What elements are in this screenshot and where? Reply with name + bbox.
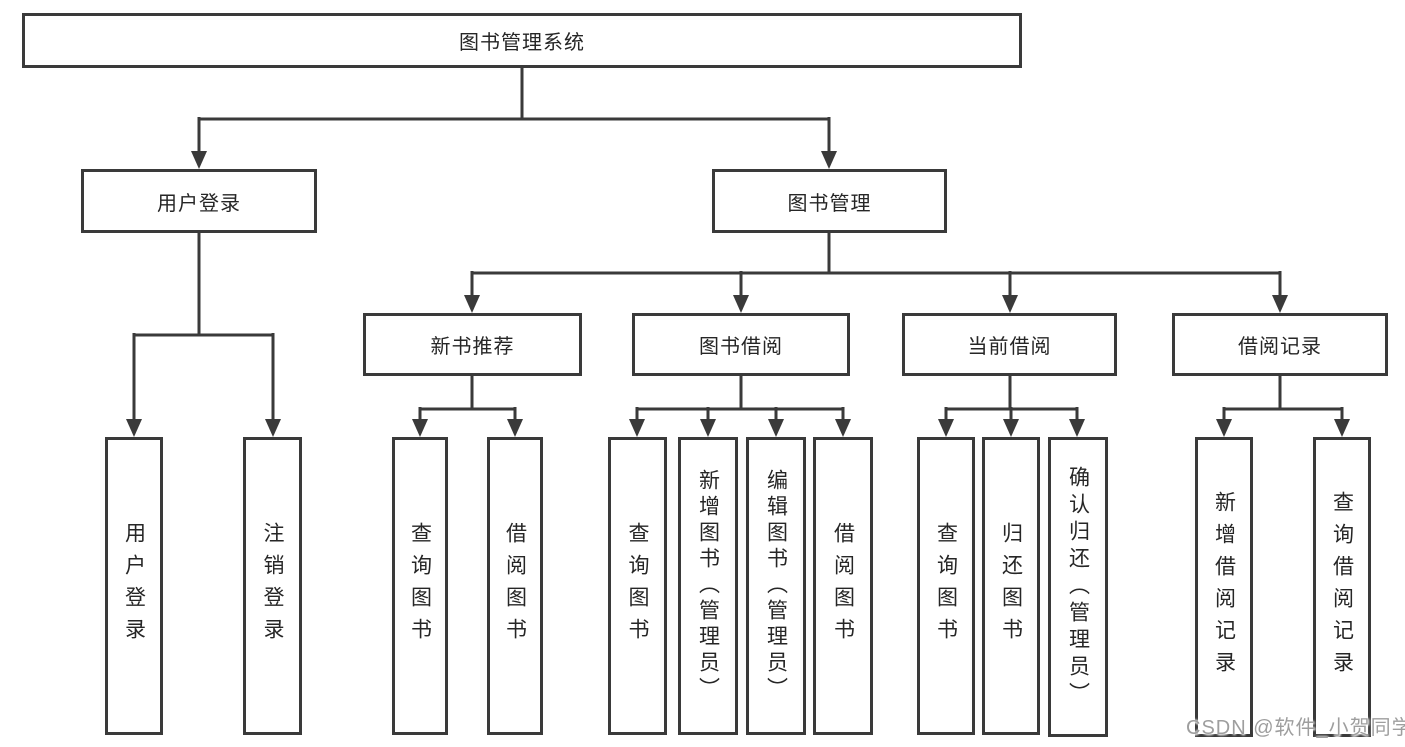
leaf-add-borrow-record-label: 新增借阅记录 — [1212, 491, 1236, 683]
leaf-logout-login-label: 注销登录 — [261, 522, 284, 650]
node-book-management-label: 图书管理 — [787, 192, 872, 215]
node-new-book-recommend: 新书推荐 — [363, 313, 582, 376]
leaf-borrow-books: 借阅图书 — [813, 437, 873, 735]
leaf-confirm-return-admin-label: 确认归还（管理员） — [1066, 465, 1090, 709]
leaf-user-login-label: 用户登录 — [122, 522, 146, 650]
leaf-confirm-return-admin: 确认归还（管理员） — [1048, 437, 1108, 737]
leaf-return-books: 归还图书 — [982, 437, 1040, 735]
leaf-query-books-recommend-label: 查询图书 — [408, 522, 432, 650]
node-book-management: 图书管理 — [712, 169, 947, 233]
node-book-borrow-label: 图书借阅 — [699, 336, 783, 358]
leaf-borrow-books-recommend: 借阅图书 — [487, 437, 543, 735]
node-current-borrow-label: 当前借阅 — [967, 336, 1052, 358]
csdn-watermark: CSDN @软件_小贺同学 — [1186, 717, 1405, 739]
leaf-query-books-recommend: 查询图书 — [392, 437, 448, 735]
node-borrow-records-label: 借阅记录 — [1238, 336, 1322, 358]
node-borrow-records: 借阅记录 — [1172, 313, 1388, 376]
node-user-login-label: 用户登录 — [157, 192, 241, 215]
leaf-borrow-books-recommend-label: 借阅图书 — [503, 522, 527, 650]
leaf-edit-books-admin: 编辑图书（管理员） — [746, 437, 806, 735]
leaf-query-books-borrow: 查询图书 — [608, 437, 667, 735]
leaf-query-books-current: 查询图书 — [917, 437, 975, 735]
node-library-system: 图书管理系统 — [22, 13, 1022, 68]
leaf-edit-books-admin-label: 编辑图书（管理员） — [764, 469, 788, 703]
node-new-book-recommend-label: 新书推荐 — [430, 336, 515, 358]
leaf-add-books-admin: 新增图书（管理员） — [678, 437, 738, 735]
leaf-add-books-admin-label: 新增图书（管理员） — [696, 469, 720, 703]
leaf-return-books-label: 归还图书 — [999, 522, 1023, 650]
node-user-login: 用户登录 — [81, 169, 317, 233]
leaf-logout-login: 注销登录 — [243, 437, 302, 735]
leaf-query-borrow-record-label: 查询借阅记录 — [1330, 491, 1354, 683]
leaf-borrow-books-label: 借阅图书 — [831, 522, 855, 650]
leaf-query-books-current-label: 查询图书 — [934, 522, 958, 650]
node-library-system-label: 图书管理系统 — [459, 32, 585, 54]
node-book-borrow: 图书借阅 — [632, 313, 850, 376]
leaf-add-borrow-record: 新增借阅记录 — [1195, 437, 1253, 737]
leaf-query-borrow-record: 查询借阅记录 — [1313, 437, 1371, 737]
leaf-user-login: 用户登录 — [105, 437, 163, 735]
node-current-borrow: 当前借阅 — [902, 313, 1117, 376]
leaf-query-books-borrow-label: 查询图书 — [626, 522, 649, 650]
